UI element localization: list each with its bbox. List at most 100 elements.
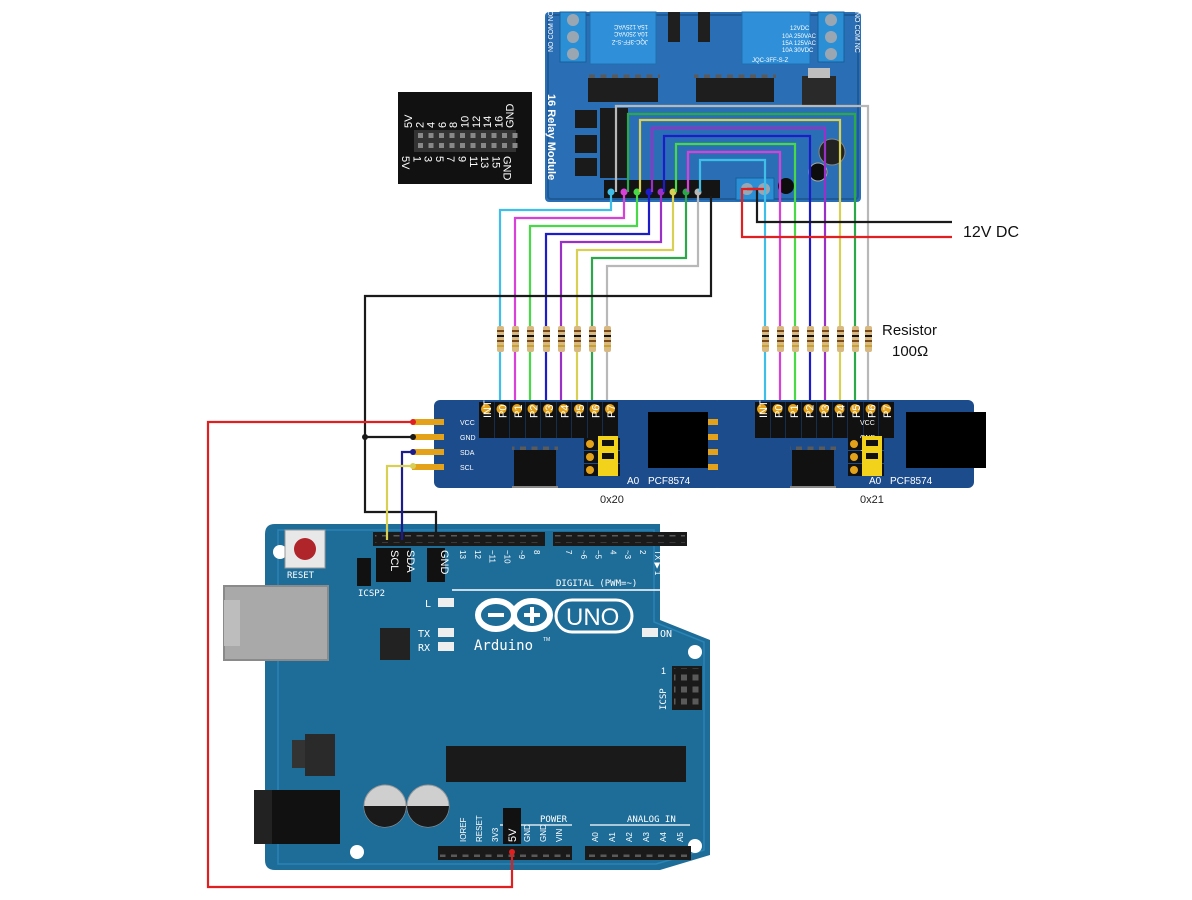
signal-wires: [498, 104, 870, 404]
uno-badge: [554, 598, 634, 634]
pcf1-pin-4: P3: [820, 405, 832, 418]
pinout-top-0: 5V: [403, 114, 415, 128]
relay-ic-left: [588, 78, 658, 102]
arduino-wordmark: Arduino: [474, 638, 533, 654]
icsp-label: ICSP: [659, 688, 669, 710]
svg-text:10A 30VDC: 10A 30VDC: [782, 48, 814, 54]
led-tx: [438, 628, 454, 637]
pin-scl-label: SCL: [388, 550, 400, 571]
terminal-label-right: NO COM NC: [853, 12, 860, 53]
analog-pin-5: A5: [676, 832, 685, 842]
pcf0-pin-1: P0: [498, 405, 510, 418]
pcf0-a0: A0: [627, 476, 640, 487]
svg-text:ON: ON: [660, 629, 672, 640]
analog-pin-3: A3: [642, 832, 651, 842]
analog-pin-1: A1: [608, 832, 617, 842]
svg-text:TM: TM: [543, 637, 550, 643]
pcf1-pin-3: P2: [805, 405, 817, 418]
arduino-logo: [475, 598, 553, 632]
power-pin-3: 5V: [507, 828, 519, 842]
terminal-label-left: NO COM NC: [548, 11, 555, 52]
pinout-top-4: 8: [448, 122, 460, 128]
pinout-bottom-0: 5V: [399, 156, 411, 170]
arduino-uno: RESET ICSP 2 L TX RX ON: [223, 524, 710, 870]
digital-pin-12: 2: [638, 550, 647, 555]
svg-text:RX: RX: [418, 643, 430, 654]
pcf0-side-0: VCC: [460, 420, 475, 427]
svg-text:TX: TX: [418, 629, 430, 640]
i2c-power-wires: [206, 196, 713, 889]
digital-pin-10: 4: [608, 550, 617, 555]
pinout-top-1: 2: [414, 122, 426, 128]
power-pin-2: 3V3: [491, 827, 500, 842]
digital-pin-4: ~10: [502, 550, 511, 564]
power-pin-4: GND: [523, 824, 532, 842]
svg-text:1: 1: [661, 666, 666, 676]
svg-text:L: L: [425, 599, 431, 610]
analog-label: ANALOG IN: [627, 815, 676, 825]
power-12v-wires: [740, 187, 952, 239]
resistor-value: 100Ω: [892, 343, 928, 360]
pinout-bottom-3: 5: [433, 156, 445, 162]
pcf1-pin-0: INT: [758, 400, 770, 418]
led-on: [642, 628, 658, 637]
power-12v-label: 12V DC: [963, 224, 1019, 241]
pinout-top-2: 4: [426, 122, 438, 128]
digital-pin-13: TX ▶ 1: [653, 550, 662, 576]
pinout-bottom-9: GND: [501, 156, 513, 181]
usb-chip: [380, 628, 410, 660]
pcf0-pin-4: P3: [544, 405, 556, 418]
pcf0-pin-0: INT: [482, 400, 494, 418]
pcf1-side-0: VCC: [860, 420, 875, 427]
address-jumper-0[interactable]: [584, 436, 620, 476]
digital-pin-6: 8: [532, 550, 541, 555]
pinout-bottom-8: 15: [489, 156, 501, 168]
resistor-label: Resistor: [882, 322, 937, 339]
digital-pin-7: 7: [564, 550, 573, 555]
pcf0-side-2: SDA: [460, 450, 475, 457]
digital-pin-14: RX ◀ 0: [668, 550, 677, 577]
pcf0-pin-3: P2: [529, 405, 541, 418]
relay-right: [741, 11, 811, 65]
address-jumper-1[interactable]: [848, 436, 884, 476]
reset-label: RESET: [287, 571, 315, 581]
pinout-top-6: 12: [471, 116, 483, 128]
analog-pin-2: A2: [625, 832, 634, 842]
resistor-array: [497, 326, 872, 352]
wire-junctions: [362, 419, 515, 855]
led-rx: [438, 642, 454, 651]
icsp2-header: [357, 558, 371, 586]
pcf1-pin-1: P0: [774, 405, 786, 418]
pcf1-chip-label: PCF8574: [890, 476, 933, 487]
power-pin-1: RESET: [475, 815, 484, 842]
svg-text:12VDC: 12VDC: [790, 26, 810, 32]
relay-ic-right: [696, 78, 774, 102]
pinout-top-5: 10: [460, 116, 472, 128]
digital-pin-3: ~11: [488, 550, 497, 564]
digital-label: DIGITAL (PWM=~): [556, 579, 637, 589]
pin-sda-label: SDA: [404, 550, 416, 573]
digital-pin-5: ~9: [517, 550, 526, 560]
svg-text:15A 125VAC: 15A 125VAC: [613, 23, 648, 29]
led-l: [438, 598, 454, 607]
power-pin-0: IOREF: [459, 817, 468, 842]
svg-text:JQC-3FF-S-Z: JQC-3FF-S-Z: [611, 38, 648, 44]
pcf1-pin-6: P5: [851, 405, 863, 418]
pinout-bottom-2: 3: [422, 156, 434, 162]
svg-text:JQC-3FF-S-Z: JQC-3FF-S-Z: [752, 58, 789, 64]
digital-pin-2: 12: [473, 550, 482, 559]
pcf-chip-0: [514, 450, 556, 486]
pinout-bottom-5: 9: [456, 156, 468, 162]
pcf1-pin-2: P1: [789, 405, 801, 418]
pcf1-pin-8: P7: [882, 405, 894, 418]
usb-port[interactable]: [224, 586, 328, 660]
pcf0-side-1: GND: [460, 435, 476, 442]
pcf0-pin-6: P5: [575, 405, 587, 418]
pcf0-pin-7: P6: [591, 405, 603, 418]
analog-pin-4: A4: [659, 832, 668, 842]
svg-text:10A 250VAC: 10A 250VAC: [782, 34, 817, 40]
pcf0-side-3: SCL: [460, 465, 474, 472]
